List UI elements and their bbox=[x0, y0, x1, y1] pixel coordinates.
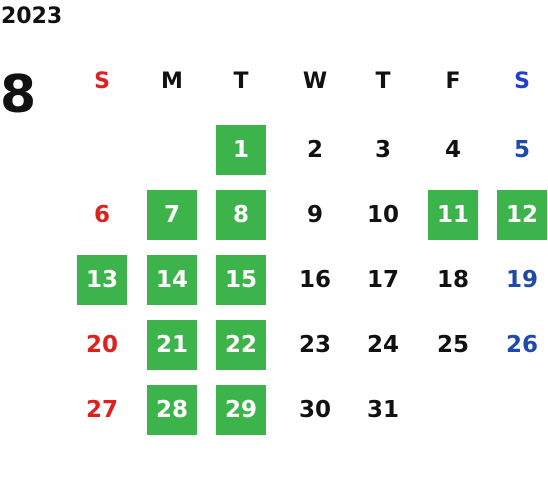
weekday-header-tue: T bbox=[233, 69, 249, 94]
day-cell-20[interactable]: 20 bbox=[85, 332, 118, 358]
day-cell-14[interactable]: 14 bbox=[147, 255, 197, 305]
month-number: 8 bbox=[0, 65, 37, 125]
weekday-header-wed: W bbox=[302, 69, 328, 94]
day-cell-27[interactable]: 27 bbox=[85, 397, 118, 423]
day-cell-15[interactable]: 15 bbox=[216, 255, 266, 305]
day-cell-23[interactable]: 23 bbox=[298, 332, 331, 358]
day-cell-22[interactable]: 22 bbox=[216, 320, 266, 370]
weekday-header-mon: M bbox=[161, 69, 183, 94]
day-cell-7[interactable]: 7 bbox=[147, 190, 197, 240]
day-cell-30[interactable]: 30 bbox=[298, 397, 331, 423]
day-cell-8[interactable]: 8 bbox=[216, 190, 266, 240]
year-label: 2023 bbox=[1, 4, 63, 29]
weekday-header-sat: S bbox=[514, 69, 530, 94]
day-cell-31[interactable]: 31 bbox=[366, 397, 399, 423]
day-cell-4[interactable]: 4 bbox=[444, 137, 461, 163]
day-cell-16[interactable]: 16 bbox=[298, 267, 331, 293]
day-cell-21[interactable]: 21 bbox=[147, 320, 197, 370]
day-cell-26[interactable]: 26 bbox=[505, 332, 538, 358]
day-cell-12[interactable]: 12 bbox=[497, 190, 547, 240]
day-cell-24[interactable]: 24 bbox=[366, 332, 399, 358]
day-cell-11[interactable]: 11 bbox=[428, 190, 478, 240]
day-cell-9[interactable]: 9 bbox=[306, 202, 323, 228]
day-cell-2[interactable]: 2 bbox=[306, 137, 323, 163]
day-cell-17[interactable]: 17 bbox=[366, 267, 399, 293]
day-cell-3[interactable]: 3 bbox=[374, 137, 391, 163]
day-cell-5[interactable]: 5 bbox=[513, 137, 530, 163]
day-cell-6[interactable]: 6 bbox=[93, 202, 110, 228]
weekday-header-fri: F bbox=[445, 69, 461, 94]
day-cell-18[interactable]: 18 bbox=[436, 267, 469, 293]
day-cell-10[interactable]: 10 bbox=[366, 202, 399, 228]
weekday-header-sun: S bbox=[94, 69, 110, 94]
day-cell-28[interactable]: 28 bbox=[147, 385, 197, 435]
weekday-header-thu: T bbox=[375, 69, 391, 94]
day-cell-29[interactable]: 29 bbox=[216, 385, 266, 435]
day-cell-25[interactable]: 25 bbox=[436, 332, 469, 358]
day-cell-19[interactable]: 19 bbox=[505, 267, 538, 293]
day-cell-13[interactable]: 13 bbox=[77, 255, 127, 305]
day-cell-1[interactable]: 1 bbox=[216, 125, 266, 175]
